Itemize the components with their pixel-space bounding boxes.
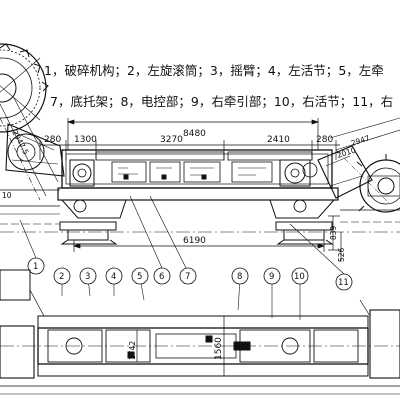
balloon-11: 11 [338,278,349,288]
dim-small-10: 10 [2,191,12,200]
balloon-3: 3 [85,272,90,282]
balloon-10: 10 [294,272,305,282]
dim-1742: 1742 [128,341,137,360]
left-cutting-drum [0,43,49,171]
balloon-6: 6 [159,272,164,282]
dim-6190: 6190 [183,236,206,246]
balloon-1: 1 [33,262,38,272]
balloon-labels: 1 2 3 4 5 6 7 8 9 10 11 [33,262,349,288]
dim-seg-280-right: 280 [316,135,333,145]
dim-seg-1300: 1300 [74,135,97,145]
machine-plan-view [0,269,400,395]
dim-arm-right: 2947 [350,133,371,148]
vertical-dimensions-right [328,215,342,262]
dim-seg-280-left: 280 [44,135,61,145]
dim-seg-3270: 3270 [160,135,183,145]
balloon-7: 7 [185,272,190,282]
dim-526: 526 [337,247,346,262]
balloon-4: 4 [111,272,116,282]
plan-vertical-dimensions [136,315,229,377]
legend-line-1: 1，破碎机构；2，左旋滚筒；3，摇臂；4，左活节；5，左牵 [44,63,384,78]
dimension-6190 [72,240,326,252]
right-cutting-drum [356,154,400,213]
balloon-9: 9 [269,272,274,282]
right-ranging-arm [317,117,400,205]
dim-seg-2410: 2410 [267,135,290,145]
leader-lines [19,195,345,320]
dim-1560: 1560 [214,337,224,360]
machine-body-side-view [0,149,400,245]
legend-line-2: 7，底托架；8，电控部；9，右牵引部；10，右活节；11，右 [50,94,393,109]
balloon-5: 5 [137,272,142,282]
balloon-2: 2 [59,272,64,282]
left-ranging-arm [0,97,65,201]
balloon-8: 8 [237,272,242,282]
part-balloons [27,257,353,291]
dim-839: 839 [329,225,338,240]
dim-total-length: 8480 [183,129,206,139]
